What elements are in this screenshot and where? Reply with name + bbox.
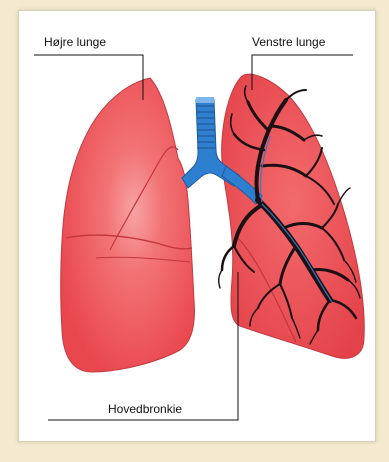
label-main-bronchus: Hovedbronkie bbox=[108, 402, 182, 416]
trachea-top bbox=[196, 97, 214, 103]
label-right-lung: Højre lunge bbox=[44, 35, 106, 49]
right-lung bbox=[61, 78, 195, 372]
left-lung bbox=[222, 74, 365, 358]
label-left-lung: Venstre lunge bbox=[252, 35, 325, 49]
